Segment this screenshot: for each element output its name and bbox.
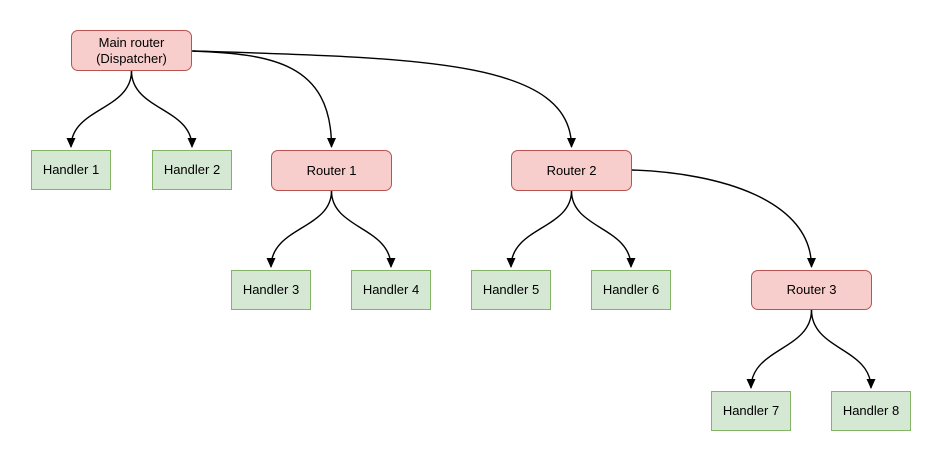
node-router-1-label: Router 1 xyxy=(306,162,357,178)
edge-main-to-router2 xyxy=(192,50,576,148)
node-handler-3-label: Handler 3 xyxy=(242,282,300,297)
edge-router1-to-handler3 xyxy=(266,190,333,268)
edge-router2-to-handler5 xyxy=(506,190,573,268)
node-handler-4: Handler 4 xyxy=(351,270,431,310)
node-handler-8-label: Handler 8 xyxy=(842,403,900,418)
node-router-3-label: Router 3 xyxy=(786,282,837,297)
edge-router2-to-router3 xyxy=(631,169,816,268)
node-main-router-label: Main router (Dispatcher) xyxy=(96,34,167,66)
node-router-2-label: Router 2 xyxy=(546,162,597,178)
edge-main-to-handler2 xyxy=(130,70,197,148)
node-router-1: Router 1 xyxy=(271,150,392,191)
node-handler-5-label: Handler 5 xyxy=(482,282,540,297)
node-handler-1-label: Handler 1 xyxy=(42,162,100,177)
node-handler-3: Handler 3 xyxy=(231,270,311,310)
node-handler-4-label: Handler 4 xyxy=(362,282,420,297)
node-handler-1: Handler 1 xyxy=(31,150,111,190)
node-handler-2: Handler 2 xyxy=(152,150,232,190)
node-main-router: Main router (Dispatcher) xyxy=(71,30,192,71)
node-handler-6: Handler 6 xyxy=(591,270,671,310)
node-handler-7-label: Handler 7 xyxy=(722,403,780,418)
edge-main-to-handler1 xyxy=(66,70,133,148)
node-handler-5: Handler 5 xyxy=(471,270,551,310)
node-handler-6-label: Handler 6 xyxy=(602,282,660,297)
node-router-2: Router 2 xyxy=(511,150,632,191)
edge-router1-to-handler4 xyxy=(330,190,396,268)
edge-router2-to-handler6 xyxy=(570,190,636,268)
node-handler-2-label: Handler 2 xyxy=(163,162,221,177)
node-handler-7: Handler 7 xyxy=(711,391,791,431)
edge-router3-to-handler8 xyxy=(810,309,876,389)
node-router-3: Router 3 xyxy=(751,270,872,310)
edge-router3-to-handler7 xyxy=(746,309,813,389)
node-handler-8: Handler 8 xyxy=(831,391,911,431)
edge-main-to-router1 xyxy=(191,50,336,148)
